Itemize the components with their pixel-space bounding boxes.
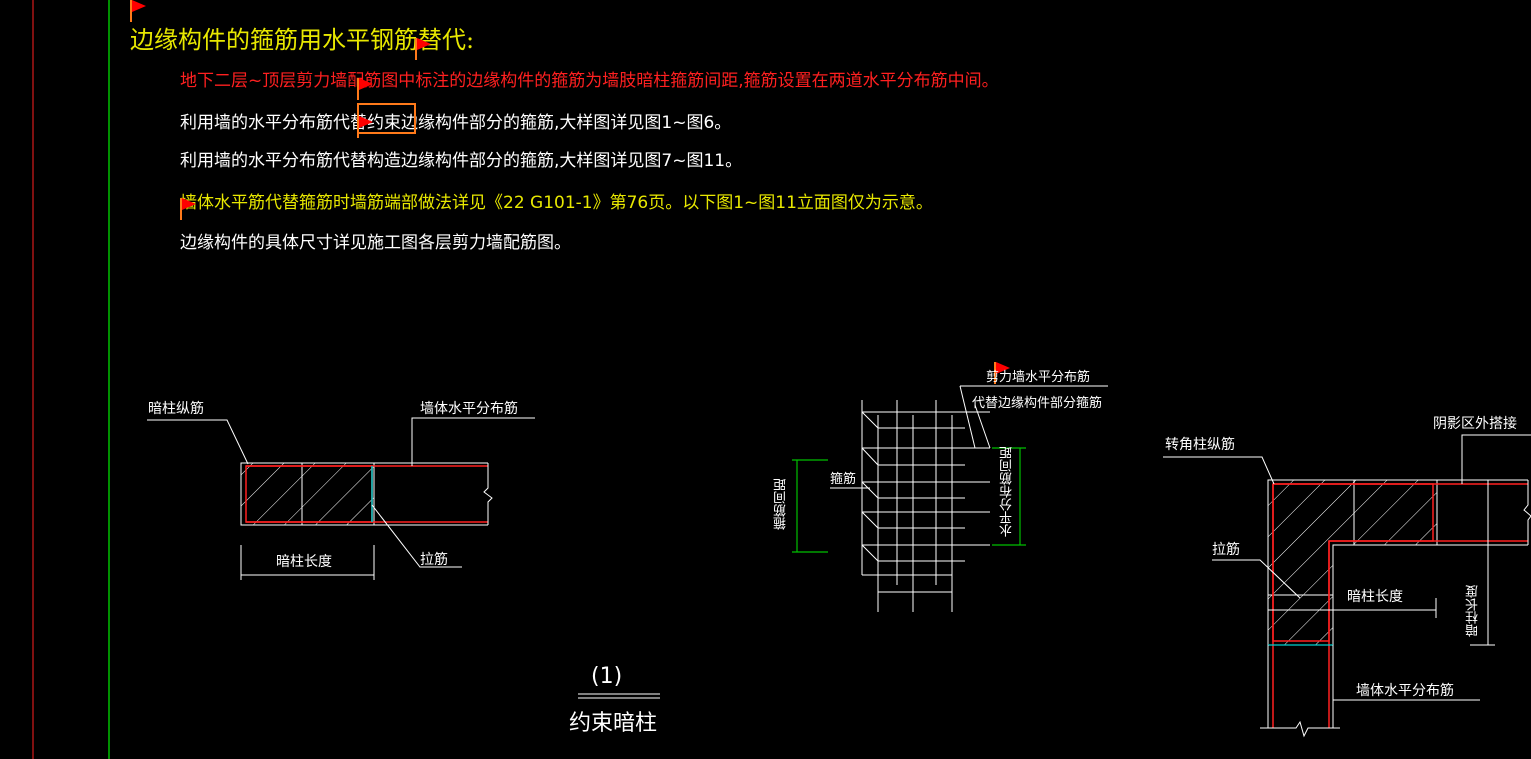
label-tie: 拉筋: [420, 552, 448, 568]
cage-hoop-5c: [861, 544, 879, 562]
corner-label-rebar: 转角柱纵筋: [1165, 437, 1235, 453]
leader-tie: [371, 504, 462, 568]
iso-label-replace: 代替边缘构件部分箍筋: [972, 396, 1103, 411]
figure-iso-cage: [830, 385, 1108, 612]
flag-icon[interactable]: [357, 78, 373, 100]
corner-break-bottom: [1260, 720, 1340, 738]
iso-label-stirrup: 箍筋: [830, 472, 857, 487]
leader-column-rebar: [147, 419, 249, 465]
iso-dimensions: [792, 447, 1026, 553]
figure-number: (1): [591, 664, 623, 689]
corner-label-tie: 拉筋: [1212, 542, 1240, 558]
leader-wall-bar: [411, 417, 535, 466]
corner-leader-outside: [1461, 434, 1531, 484]
note-3: 利用墙的水平分布筋代替构造边缘构件部分的箍筋,大样图详见图7~图11。: [180, 151, 743, 171]
iso-label-hbar-spacing: 水平分布筋间距: [1000, 446, 1015, 537]
cage-leader-2: [959, 385, 976, 449]
corner-hatch: [1267, 479, 1438, 646]
corner-label-column-length-v: 暗柱长度: [1466, 585, 1481, 637]
figure-1-constrained-column: [147, 417, 660, 699]
flag-icon[interactable]: [130, 0, 146, 22]
flag-icon[interactable]: [180, 198, 196, 220]
label-column-rebar: 暗柱纵筋: [148, 401, 204, 417]
column-hatch: [240, 462, 375, 526]
flag-icon[interactable]: [415, 38, 431, 60]
flag-icon[interactable]: [357, 116, 373, 138]
label-wall-bar: 墙体水平分布筋: [420, 401, 518, 417]
figure-corner-column: [1163, 434, 1531, 738]
corner-label-column-length: 暗柱长度: [1347, 589, 1403, 605]
note-2: 利用墙的水平分布筋代替约束边缘构件部分的箍筋,大样图详见图1~图6。: [180, 113, 732, 133]
break-line: [483, 463, 493, 525]
corner-leader-rebar: [1163, 456, 1275, 485]
corner-break-right: [1523, 480, 1531, 545]
note-1: 地下二层~顶层剪力墙配筋图中标注的边缘构件的箍筋为墙肢暗柱箍筋间距,箍筋设置在两…: [180, 71, 999, 91]
corner-label-outside: 阴影区外搭接: [1433, 416, 1517, 432]
note-5: 边缘构件的具体尺寸详见施工图各层剪力墙配筋图。: [180, 233, 571, 253]
figure-title: 约束暗柱: [569, 711, 658, 736]
iso-label-wall-bar: 剪力墙水平分布筋: [986, 370, 1091, 385]
cage-hoop-2c: [861, 447, 879, 466]
label-column-length: 暗柱长度: [276, 554, 332, 570]
note-4: 墙体水平筋代替箍筋时墙筋端部做法详见《22 G101-1》第76页。以下图1~图…: [180, 193, 933, 213]
corner-leader-tie: [1212, 559, 1301, 599]
corner-label-wall-bar: 墙体水平分布筋: [1356, 683, 1454, 699]
iso-label-stirrup-spacing: 箍筋间距: [774, 478, 789, 530]
cage-hoop-1c: [861, 411, 879, 429]
cage-hoop-4c: [861, 511, 879, 529]
cage-hoop-3c: [861, 481, 879, 499]
flag-icon[interactable]: [994, 362, 1010, 384]
cage-leader-3: [974, 404, 991, 449]
